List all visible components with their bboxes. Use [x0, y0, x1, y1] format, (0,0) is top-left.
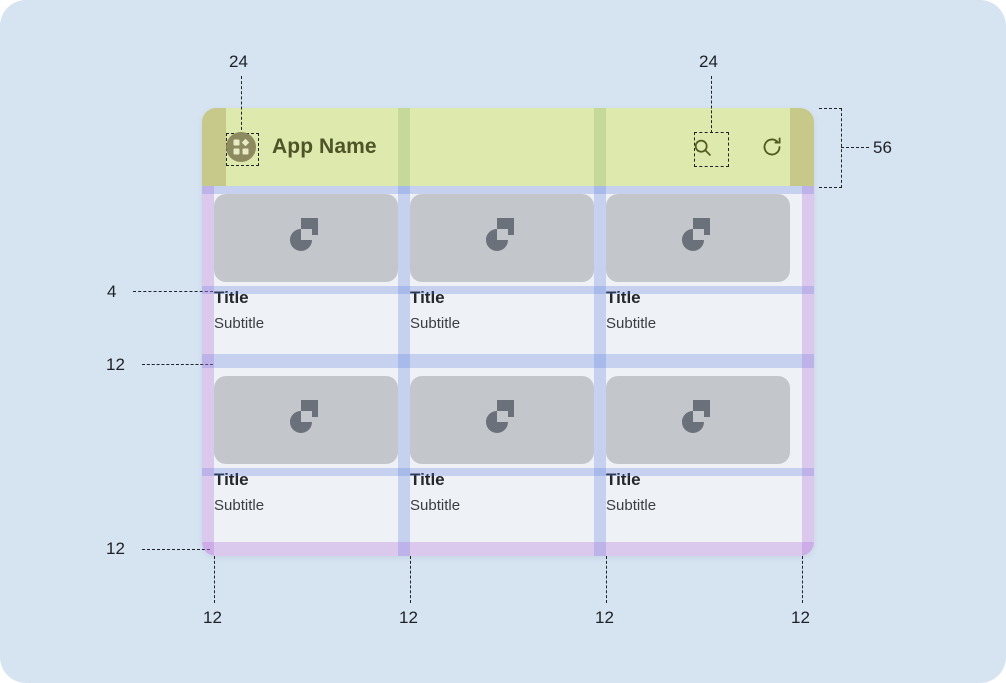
card-subtitle: Subtitle [606, 497, 657, 514]
card-text: Title Subtitle [214, 464, 398, 518]
card-grid: Title Subtitle Title [214, 186, 802, 556]
card-item[interactable]: Title Subtitle [214, 194, 398, 336]
image-placeholder-icon [682, 400, 710, 433]
card-item[interactable]: Title Subtitle [410, 376, 594, 518]
leader-line-bottom-margin [142, 549, 210, 550]
card-thumbnail [410, 376, 594, 464]
column-gutter-1 [398, 186, 410, 556]
annotation-label-appbar-height: 56 [873, 138, 892, 157]
search-icon[interactable] [688, 133, 716, 161]
leader-line-thumb-title-gap [133, 291, 213, 292]
refresh-icon[interactable] [758, 133, 786, 161]
card-title: Title [606, 470, 641, 489]
card-item[interactable]: Title Subtitle [214, 376, 398, 518]
leader-line-bottom-tick-1 [214, 556, 215, 603]
image-placeholder-icon [682, 218, 710, 251]
right-keyline-margin [802, 186, 814, 556]
image-placeholder-icon [486, 218, 514, 251]
card-subtitle: Subtitle [410, 315, 461, 332]
app-title: App Name [272, 135, 377, 158]
image-placeholder-icon [290, 218, 318, 251]
card-thumbnail [606, 194, 790, 282]
row-band-top [202, 186, 814, 194]
annotation-label-bottom-tick-4: 12 [791, 608, 810, 627]
card-subtitle: Subtitle [606, 315, 657, 332]
annotation-label-top-right-inset: 24 [699, 52, 718, 71]
card-item[interactable]: Title Subtitle [606, 194, 790, 336]
annotation-label-thumb-title-gap: 4 [107, 282, 117, 301]
appbar-right-padding-overlay [790, 108, 814, 186]
card-title: Title [214, 288, 249, 307]
card-title: Title [214, 470, 249, 489]
app-layout-frame: App Name [202, 108, 814, 556]
annotation-label-bottom-tick-1: 12 [203, 608, 222, 627]
left-keyline-margin [202, 186, 214, 556]
row-band-thumb-gap-1 [202, 286, 814, 294]
callout-box-search-action [694, 132, 729, 167]
bottom-keyline-margin [202, 542, 814, 556]
annotation-label-bottom-margin: 12 [106, 539, 125, 558]
card-thumbnail [214, 376, 398, 464]
leader-line-top-left-inset [241, 76, 242, 135]
leader-line-row-gap [142, 364, 213, 365]
app-grid-logo-icon[interactable] [226, 132, 256, 162]
image-placeholder-icon [290, 400, 318, 433]
leader-line-appbar-height [841, 147, 869, 148]
row-band-thumb-gap-2 [202, 468, 814, 476]
card-text: Title Subtitle [606, 282, 790, 336]
annotation-label-bottom-tick-2: 12 [399, 608, 418, 627]
card-subtitle: Subtitle [214, 315, 265, 332]
leader-line-bottom-tick-3 [606, 556, 607, 603]
annotation-label-row-gap: 12 [106, 355, 125, 374]
appbar-left-padding-overlay [202, 108, 226, 186]
card-text: Title Subtitle [214, 282, 398, 336]
card-thumbnail [410, 194, 594, 282]
app-bar: App Name [202, 108, 814, 186]
grid-body-region: Title Subtitle Title [202, 186, 814, 556]
annotation-label-top-left-inset: 24 [229, 52, 248, 71]
card-text: Title Subtitle [410, 282, 594, 336]
appbar-gutter-overlay-2 [594, 108, 606, 186]
row-band-row-gap [202, 354, 814, 368]
card-title: Title [410, 288, 445, 307]
bracket-appbar-height [819, 108, 842, 188]
card-item[interactable]: Title Subtitle [410, 194, 594, 336]
card-text: Title Subtitle [410, 464, 594, 518]
card-title: Title [410, 470, 445, 489]
annotation-label-bottom-tick-3: 12 [595, 608, 614, 627]
appbar-gutter-overlay-1 [398, 108, 410, 186]
image-placeholder-icon [486, 400, 514, 433]
card-item[interactable]: Title Subtitle [606, 376, 790, 518]
card-thumbnail [214, 194, 398, 282]
leader-line-top-right-inset [711, 76, 712, 133]
leader-line-bottom-tick-2 [410, 556, 411, 603]
card-subtitle: Subtitle [214, 497, 265, 514]
card-subtitle: Subtitle [410, 497, 461, 514]
column-gutter-2 [594, 186, 606, 556]
card-title: Title [606, 288, 641, 307]
leader-line-bottom-tick-4 [802, 556, 803, 603]
card-text: Title Subtitle [606, 464, 790, 518]
card-thumbnail [606, 376, 790, 464]
